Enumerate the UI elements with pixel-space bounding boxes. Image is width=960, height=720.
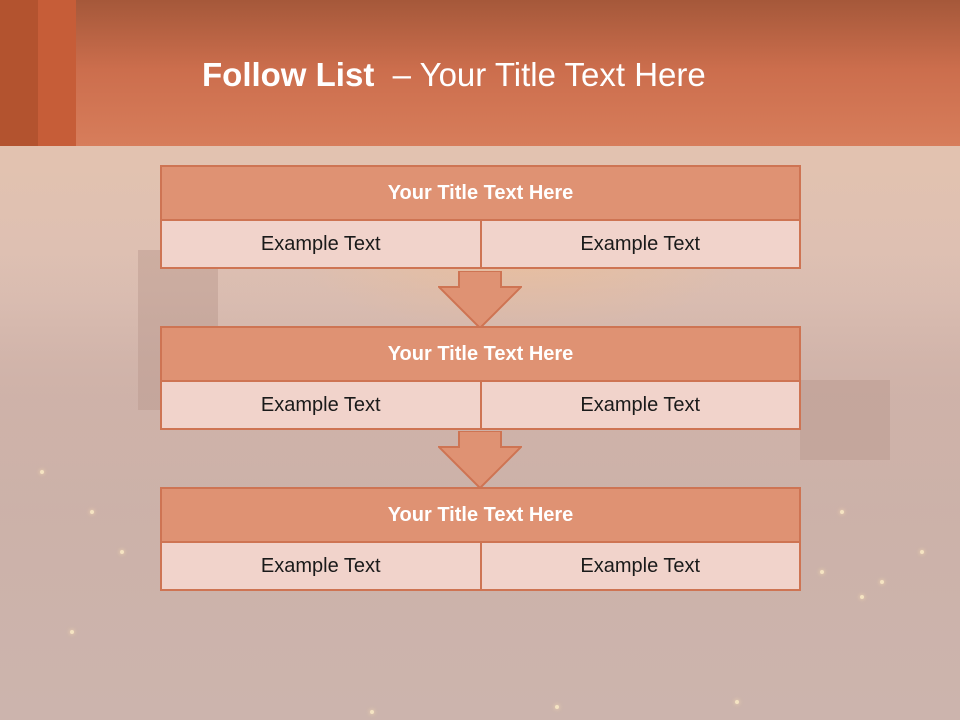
step-block-2: Your Title Text Here Example Text Exampl…	[160, 326, 801, 430]
step-title: Your Title Text Here	[160, 487, 801, 543]
city-light	[880, 580, 884, 584]
step-title: Your Title Text Here	[160, 326, 801, 382]
step-cell-left: Example Text	[160, 221, 482, 269]
step-block-3: Your Title Text Here Example Text Exampl…	[160, 487, 801, 591]
city-light	[735, 700, 739, 704]
city-light	[555, 705, 559, 709]
city-light	[840, 510, 844, 514]
header-accent-stripe	[0, 0, 38, 146]
step-cell-right: Example Text	[481, 382, 801, 430]
city-light	[820, 570, 824, 574]
city-light	[40, 470, 44, 474]
step-cell-left: Example Text	[160, 543, 482, 591]
slide-header: Follow List – Your Title Text Here	[0, 0, 960, 146]
city-light	[90, 510, 94, 514]
slide-title: Follow List – Your Title Text Here	[202, 56, 706, 94]
step-cell-right: Example Text	[481, 221, 801, 269]
slide-title-rest: – Your Title Text Here	[374, 56, 706, 93]
step-block-1: Your Title Text Here Example Text Exampl…	[160, 165, 801, 269]
step-row: Example Text Example Text	[160, 543, 801, 591]
step-row: Example Text Example Text	[160, 221, 801, 269]
slide-title-bold: Follow List	[202, 56, 375, 93]
building	[800, 380, 890, 460]
down-arrow-icon	[438, 271, 522, 329]
city-light	[370, 710, 374, 714]
step-cell-right: Example Text	[481, 543, 801, 591]
step-row: Example Text Example Text	[160, 382, 801, 430]
step-title: Your Title Text Here	[160, 165, 801, 221]
down-arrow-icon	[438, 431, 522, 489]
city-light	[920, 550, 924, 554]
city-light	[120, 550, 124, 554]
header-accent-stripe	[38, 0, 76, 146]
city-light	[70, 630, 74, 634]
city-light	[860, 595, 864, 599]
step-cell-left: Example Text	[160, 382, 482, 430]
